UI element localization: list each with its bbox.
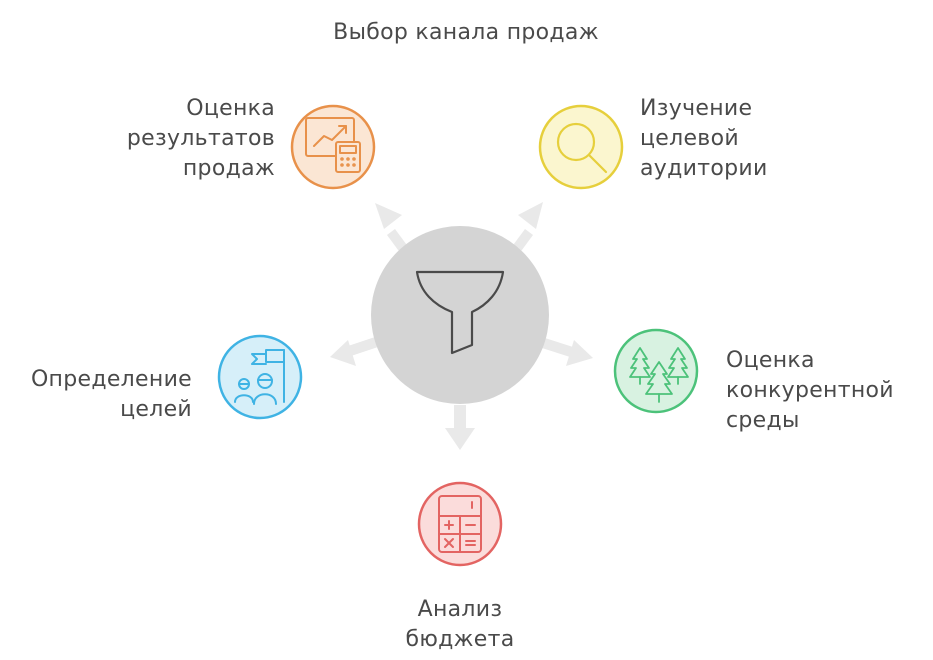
label-goal-setting: Определение целей xyxy=(30,367,192,422)
label-budget-analysis: Анализ бюджета xyxy=(405,597,515,652)
arrow-to-competitive-env xyxy=(542,338,593,366)
node-sales-results xyxy=(290,104,376,190)
node-target-audience xyxy=(538,104,624,190)
chart-calculator-icon xyxy=(305,117,361,173)
center-hub xyxy=(371,226,549,404)
calculator-icon xyxy=(438,495,482,553)
trees-icon xyxy=(629,347,689,403)
label-sales-results: Оценка результатов продаж xyxy=(126,96,275,181)
arrow-to-goal-setting xyxy=(330,337,378,366)
node-goal-setting xyxy=(217,334,303,420)
diagram-title: Выбор канала продаж xyxy=(333,20,599,45)
funnel-icon xyxy=(415,270,505,355)
arrow-to-budget-analysis xyxy=(445,405,475,450)
magnifier-icon xyxy=(556,122,608,174)
label-competitive-env: Оценка конкурентной среды xyxy=(726,348,894,433)
label-target-audience: Изучение целевой аудитории xyxy=(640,96,768,181)
node-competitive-env xyxy=(613,328,699,414)
goal-team-icon xyxy=(234,349,285,405)
node-budget-analysis xyxy=(417,481,503,567)
connector-arrows xyxy=(330,202,593,450)
